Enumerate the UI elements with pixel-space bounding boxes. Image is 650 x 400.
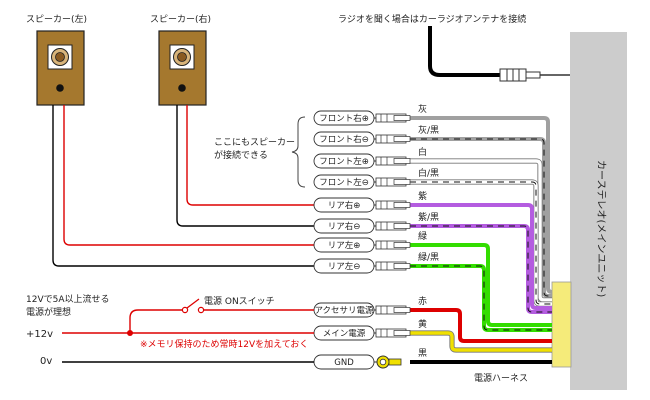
speaker-terminal-icon — [178, 84, 186, 92]
connector-label: メイン電源 — [323, 329, 366, 339]
connector-item: フロント右⊕ 灰 — [313, 103, 427, 126]
optional-speaker-note-line1: ここにもスピーカー — [214, 137, 295, 148]
plug-pin — [393, 263, 411, 269]
wire-stripe — [410, 181, 552, 305]
speaker-left-label: スピーカー(左) — [26, 13, 87, 25]
connector-item: GND 黒 — [313, 348, 427, 370]
plug-pin — [393, 202, 411, 208]
supply-note-line2: 電源が理想 — [26, 306, 71, 318]
wire-color-label: 紫 — [418, 191, 427, 202]
harness-wire — [410, 243, 552, 327]
connector-item: アクセサリ電源 赤 — [313, 296, 427, 318]
speaker-left — [36, 30, 85, 106]
wire-color-label: 紫/黒 — [418, 212, 439, 223]
connector-item: リア右⊕ 紫 — [313, 191, 427, 213]
connector-item: メイン電源 黄 — [313, 318, 427, 341]
connector-label: リア左⊖ — [328, 261, 361, 272]
speaker-right — [158, 30, 207, 106]
junction-dot — [127, 330, 133, 336]
wire-color-label: 灰 — [418, 103, 427, 115]
ring-terminal-icon — [376, 355, 402, 369]
zero-v-label: 0v — [40, 356, 52, 367]
plug-pin — [393, 242, 411, 248]
harness-wire — [410, 159, 552, 302]
wire-color-label: 白/黒 — [418, 167, 439, 179]
wire-color-label: 灰/黒 — [418, 124, 439, 136]
plug-pin — [393, 179, 411, 185]
harness-wire — [410, 116, 553, 294]
wire-color-label: 緑 — [418, 230, 427, 242]
connector-item: フロント左⊕ 白 — [313, 146, 427, 169]
speaker-right-plus-wire — [186, 105, 314, 206]
antenna-plug-icon — [499, 68, 570, 82]
speaker-cone-icon — [169, 44, 195, 70]
harness-wires — [410, 116, 553, 364]
connector-label: リア右⊕ — [328, 200, 361, 211]
switch-label: 電源 ONスイッチ — [204, 296, 275, 307]
wire-stripe — [410, 225, 552, 313]
connector-label: GND — [334, 358, 354, 368]
speaker-cone-icon — [47, 44, 73, 70]
wire-color-label: 白 — [418, 146, 427, 158]
connector-item: リア左⊕ 緑 — [313, 230, 427, 253]
speaker-left-minus-wire — [52, 105, 314, 267]
wire-color-label: 黄 — [418, 318, 427, 330]
head-unit-label: カーステレオ(メインユニット) — [595, 160, 607, 297]
optional-speaker-note-line2: が接続できる — [214, 149, 268, 161]
connector-item: フロント左⊖ 白/黒 — [313, 167, 439, 190]
speaker-right-label: スピーカー(右) — [150, 13, 211, 25]
connector-label: アクセサリ電源 — [314, 306, 374, 316]
switch-branch-wire — [129, 309, 182, 333]
power-switch-icon — [181, 298, 205, 314]
plug-pin — [393, 223, 411, 229]
memory-note: ※メモリ保持のため常時12Vを加えておく — [140, 338, 308, 350]
connector-list: フロント右⊕灰フロント右⊖灰/黒フロント左⊕白フロント左⊖白/黒リア右⊕紫リア右… — [313, 103, 439, 370]
antenna-note: ラジオを聞く場合はカーラジオアンテナを接続 — [338, 13, 526, 25]
wire-connector-block — [551, 281, 572, 368]
connector-item: リア右⊖ 紫/黒 — [313, 212, 439, 234]
harness-wire — [410, 203, 552, 310]
harness-wire — [410, 308, 552, 343]
plug-pin — [393, 158, 411, 164]
connector-label: フロント左⊕ — [319, 156, 369, 167]
plug-pin — [393, 307, 411, 313]
plug-pin — [393, 115, 411, 121]
speaker-left-plus-wire — [63, 105, 314, 246]
supply-note-line1: 12Vで5A以上流せる — [26, 293, 110, 305]
harness-wire — [410, 331, 552, 352]
speaker-terminal-icon — [56, 84, 64, 92]
wire-color-label: 緑/黒 — [418, 251, 439, 263]
head-unit — [570, 32, 627, 390]
connector-item: リア左⊖ 緑/黒 — [313, 251, 439, 274]
wire-stripe — [410, 265, 552, 331]
harness-label: 電源ハーネス — [474, 373, 528, 384]
plug-pin — [393, 330, 411, 336]
connector-label: リア左⊕ — [328, 240, 361, 251]
speaker-right-minus-wire — [176, 105, 314, 227]
connector-label: フロント右⊕ — [319, 113, 369, 124]
connector-label: リア右⊖ — [328, 221, 361, 232]
connector-item: フロント右⊖ 灰/黒 — [313, 124, 439, 147]
plug-pin — [393, 136, 411, 142]
plus12-label: +12v — [26, 329, 53, 340]
wire-stripe — [410, 138, 552, 297]
connector-label: フロント右⊖ — [319, 134, 369, 145]
front-speaker-brace — [291, 116, 306, 188]
antenna-cable — [428, 26, 500, 77]
connector-label: フロント左⊖ — [319, 177, 369, 188]
wire-color-label: 黒 — [418, 348, 427, 359]
wire-color-label: 赤 — [418, 296, 427, 307]
